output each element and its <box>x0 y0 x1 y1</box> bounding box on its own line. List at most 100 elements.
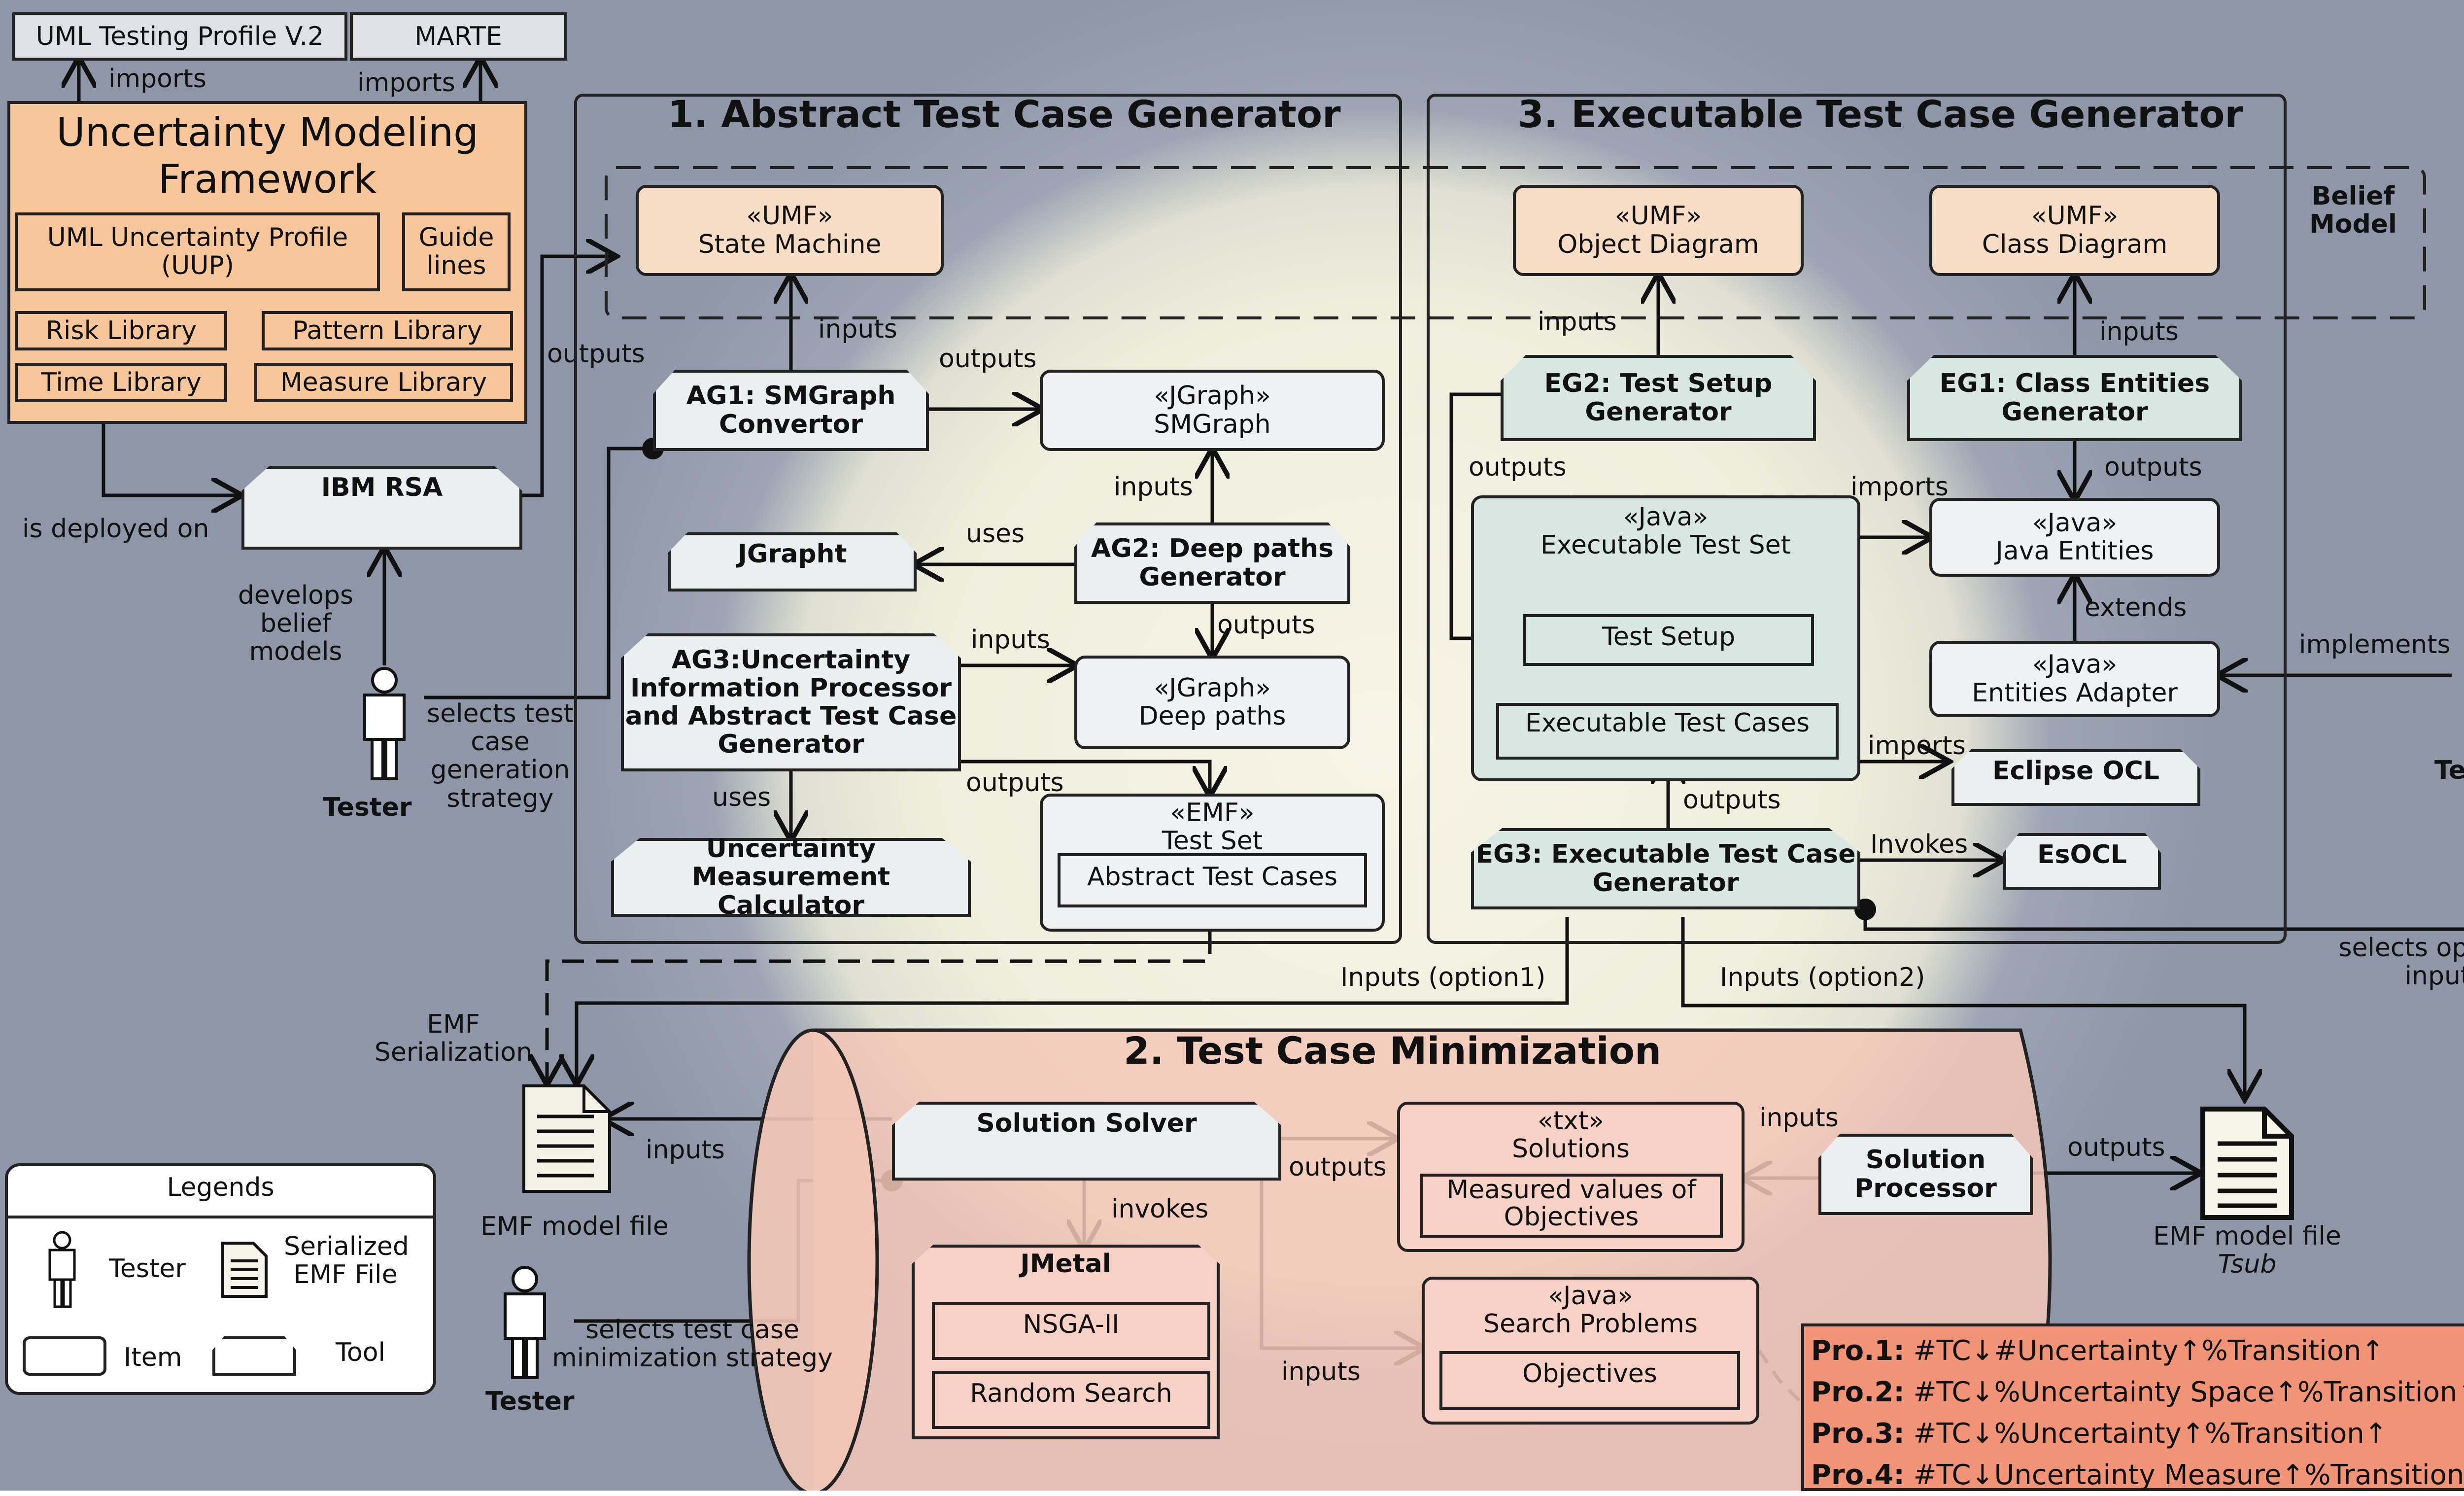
legend-tool-label: Tool <box>336 1338 386 1367</box>
objectives-label: Objectives <box>1522 1359 1657 1389</box>
risk-library-box: Risk Library <box>15 311 227 350</box>
eclipse-ocl-tool: Eclipse OCL <box>1951 749 2200 806</box>
esocl-tool: EsOCL <box>2003 833 2161 890</box>
legend-box: Legends Tester Serialized EMF File Item … <box>5 1163 436 1395</box>
tester-label-1: Tester <box>323 793 412 822</box>
measure-library-box: Measure Library <box>254 363 513 402</box>
eg1-outputs-label: outputs <box>2104 452 2202 482</box>
abstract-test-cases-label: Abstract Test Cases <box>1087 862 1338 892</box>
selects-option-label: selects option of inputs <box>2338 933 2464 991</box>
problem-4-text: #TC↓Uncertainty Measure↑%Transition↑ <box>1904 1459 2464 1491</box>
problem-3-text: #TC↓%Uncertainty↑%Transition↑ <box>1904 1418 2388 1450</box>
problem-2-name: Pro.2: <box>1811 1376 1905 1408</box>
outputs-label-ibm: outputs <box>547 339 645 369</box>
eg1-inputs-label: inputs <box>2099 317 2179 347</box>
legend-file-icon <box>220 1240 269 1299</box>
time-library-box: Time Library <box>15 363 227 402</box>
measured-values-box: Measured values of Objectives <box>1420 1174 1723 1238</box>
problem-4-name: Pro.4: <box>1811 1459 1905 1491</box>
problem-1-name: Pro.1: <box>1811 1335 1905 1367</box>
tester-icon-2 <box>2452 616 2464 734</box>
etc-label: Executable Test Cases <box>1525 708 1810 738</box>
time-library-label: Time Library <box>41 368 202 397</box>
pattern-library-box: Pattern Library <box>262 311 513 350</box>
ag2-inputs-label: inputs <box>1114 472 1193 502</box>
inputs-option1-label: Inputs (option1) <box>1340 963 1546 992</box>
eclipse-ocl-label: Eclipse OCL <box>1992 756 2160 786</box>
search-problems-box: «Java» Search Problems Objectives <box>1422 1277 1759 1425</box>
solver-outputs-label: outputs <box>1289 1152 1387 1182</box>
selects-minimization-label: selects test case minimization strategy <box>552 1315 833 1373</box>
problem-3-name: Pro.3: <box>1811 1418 1905 1450</box>
nsga-box: NSGA-II <box>932 1302 1210 1360</box>
test-set-label: Test Set <box>1162 826 1263 856</box>
test-setup-label: Test Setup <box>1602 622 1736 652</box>
solutions-stereo: «txt» <box>1537 1106 1605 1136</box>
problem-2-text: #TC↓%Uncertainty Space↑%Transition↑ <box>1904 1376 2464 1408</box>
risk-library-label: Risk Library <box>45 316 197 346</box>
tester-label-2: Tester <box>2434 756 2464 785</box>
processor-outputs-label: outputs <box>2067 1133 2165 1162</box>
object-diagram-box: «UMF» Object Diagram <box>1513 185 1804 276</box>
emf-tsub-icon <box>2198 1104 2296 1222</box>
imports-label-1: imports <box>108 64 206 94</box>
emf-file-label: EMF model file <box>480 1212 669 1241</box>
smgraph-stereo: «JGraph» <box>1154 381 1271 411</box>
objectives-box: Objectives <box>1439 1351 1740 1410</box>
java-entities-label: Java Entities <box>1995 536 2154 566</box>
ag2-outputs-label: outputs <box>1217 610 1315 640</box>
umf-framework-box: Uncertainty Modeling Framework UML Uncer… <box>7 101 527 424</box>
deep-paths-box: «JGraph» Deep paths <box>1074 656 1350 749</box>
section1-title: 1. Abstract Test Case Generator <box>668 92 1341 136</box>
eclipse-imports-label: imports <box>1868 731 1966 761</box>
eg1-tool: EG1: Class Entities Generator <box>1907 355 2242 441</box>
ag3-outputs-label: outputs <box>966 768 1064 798</box>
object-diagram-stereo: «UMF» <box>1614 201 1702 231</box>
uses-label-1: uses <box>966 519 1025 549</box>
solution-processor-label: Solution Processor <box>1854 1145 1997 1203</box>
entities-adapter-box: «Java» Entities Adapter <box>1929 641 2220 717</box>
emf-tsub-label: EMF model file Tsub <box>2139 1222 2356 1279</box>
ag2-tool: AG2: Deep paths Generator <box>1074 522 1350 604</box>
umf-title: Uncertainty Modeling Framework <box>56 109 479 202</box>
java-entities-box: «Java» Java Entities <box>1929 498 2220 577</box>
random-search-label: Random Search <box>970 1379 1172 1408</box>
legend-item-label: Item <box>124 1343 182 1372</box>
solutions-label: Solutions <box>1512 1134 1630 1164</box>
search-problems-stereo: «Java» <box>1548 1281 1633 1311</box>
ag1-outputs-label: outputs <box>939 344 1037 374</box>
section-executable-generator <box>1427 94 2287 944</box>
guidelines-box: Guide lines <box>402 212 511 291</box>
extends-label: extends <box>2085 593 2187 623</box>
umc-tool: Uncertainty Measurement Calculator <box>611 838 971 917</box>
eg2-label: EG2: Test Setup Generator <box>1544 369 1773 427</box>
problem-4: Pro.4: #TC↓Uncertainty Measure↑%Transiti… <box>1811 1455 2464 1496</box>
measured-values-label: Measured values of Objectives <box>1446 1175 1696 1232</box>
uup-label: UML Uncertainty Profile (UUP) <box>47 222 348 280</box>
nsga-label: NSGA-II <box>1023 1310 1120 1339</box>
ibm-rsa-tool: IBM RSA <box>241 466 522 550</box>
solution-solver-label: Solution Solver <box>976 1109 1197 1138</box>
executable-test-set-box: «Java» Executable Test Set Test Setup Ex… <box>1471 495 1860 781</box>
tester-label-3: Tester <box>485 1387 575 1416</box>
executable-test-cases-box: Executable Test Cases <box>1496 703 1839 760</box>
ets-imports-label: imports <box>1850 472 1949 502</box>
class-diagram-stereo: «UMF» <box>2031 201 2119 231</box>
jmetal-tool: JMetal NSGA-II Random Search <box>912 1245 1220 1439</box>
test-set-stereo: «EMF» <box>1170 798 1255 828</box>
utp-box: UML Testing Profile V.2 <box>12 12 347 61</box>
section2-title: 2. Test Case Minimization <box>1124 1029 1662 1073</box>
abstract-test-cases-box: Abstract Test Cases <box>1058 853 1367 907</box>
search-problems-label: Search Problems <box>1483 1309 1698 1339</box>
marte-box: MARTE <box>350 12 567 61</box>
solver-inputs-label: inputs <box>646 1135 725 1165</box>
problem-1-text: #TC↓#Uncertainty↑%Transition↑ <box>1904 1335 2385 1367</box>
state-machine-label: State Machine <box>698 229 882 259</box>
implements-label: implements <box>2299 630 2451 660</box>
entities-adapter-label: Entities Adapter <box>1972 678 2178 708</box>
ag1-inputs-label: inputs <box>818 314 897 344</box>
uses-label-2: uses <box>712 783 771 812</box>
class-diagram-label: Class Diagram <box>1982 229 2168 259</box>
ag2-label: AG2: Deep paths Generator <box>1091 534 1334 592</box>
object-diagram-label: Object Diagram <box>1557 229 1759 259</box>
